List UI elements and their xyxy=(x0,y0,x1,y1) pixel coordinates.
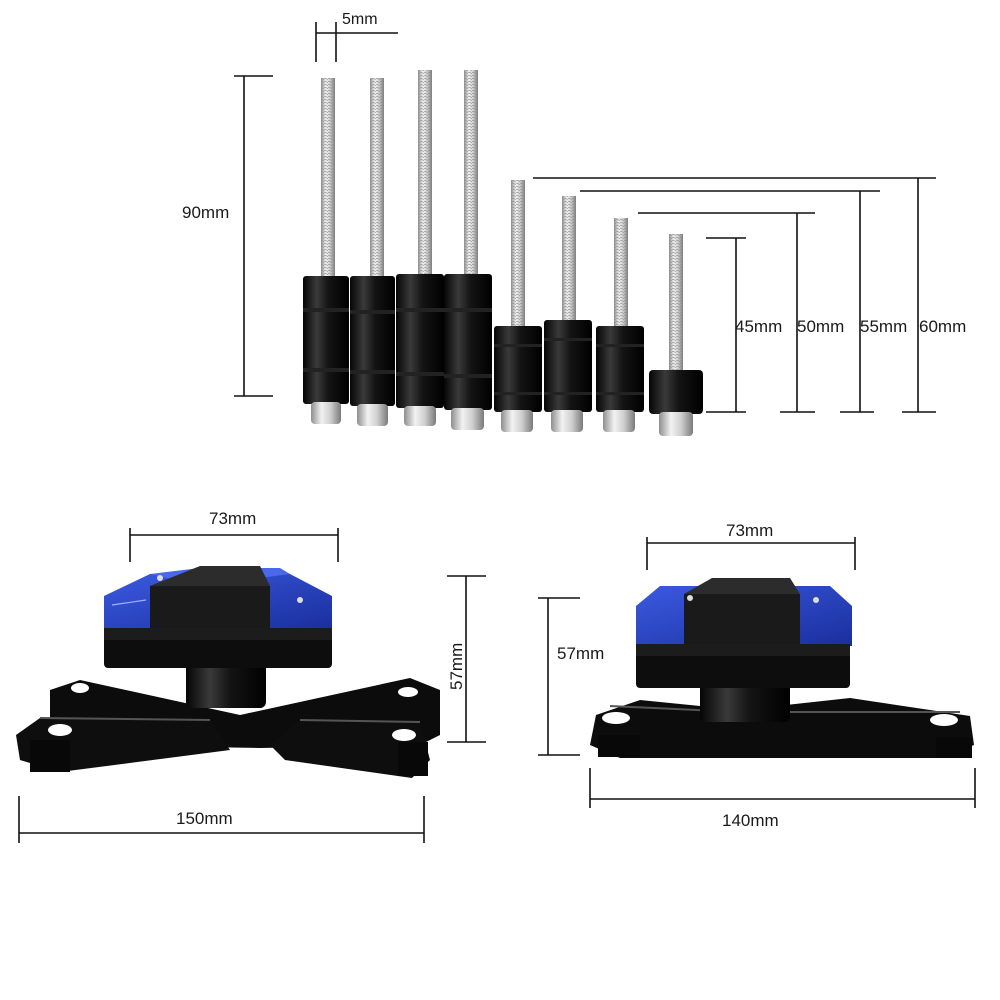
long-bolt xyxy=(350,78,395,426)
long-bolt-set xyxy=(303,70,492,430)
short-bolt-60mm xyxy=(494,180,542,432)
left-slider-width-label: 73mm xyxy=(209,509,257,528)
short-bolt-50mm xyxy=(596,218,644,432)
long-bolt xyxy=(444,70,492,430)
bolt-dimension-lines xyxy=(234,22,936,413)
frame-slider-left xyxy=(16,566,440,778)
bolt-55mm-label: 55mm xyxy=(860,317,908,336)
right-slider-base-label: 140mm xyxy=(722,811,779,830)
bolt-45mm-label: 45mm xyxy=(735,317,783,336)
bolt-50mm-label: 50mm xyxy=(797,317,845,336)
frame-slider-right xyxy=(590,578,974,758)
right-slider-dimension-lines xyxy=(538,537,976,808)
short-bolt-45mm xyxy=(649,234,703,436)
right-slider-width-label: 73mm xyxy=(726,521,774,540)
long-bolt xyxy=(396,70,444,426)
slider-puck-right xyxy=(636,578,852,688)
left-slider-dimension-lines xyxy=(18,528,486,843)
short-bolt-set xyxy=(494,180,703,436)
slider-base-left xyxy=(16,678,440,778)
slider-puck-left xyxy=(104,566,332,668)
left-slider-height-label: 57mm xyxy=(447,642,466,690)
long-bolt xyxy=(303,78,349,424)
slider-base-right xyxy=(590,698,974,758)
short-bolt-55mm xyxy=(544,196,592,432)
bolt-diameter-label: 5mm xyxy=(342,11,378,28)
left-slider-base-label: 150mm xyxy=(176,809,233,828)
long-bolt-length-label: 90mm xyxy=(182,203,230,222)
bolt-60mm-label: 60mm xyxy=(919,317,967,336)
right-slider-height-label: 57mm xyxy=(557,644,605,663)
